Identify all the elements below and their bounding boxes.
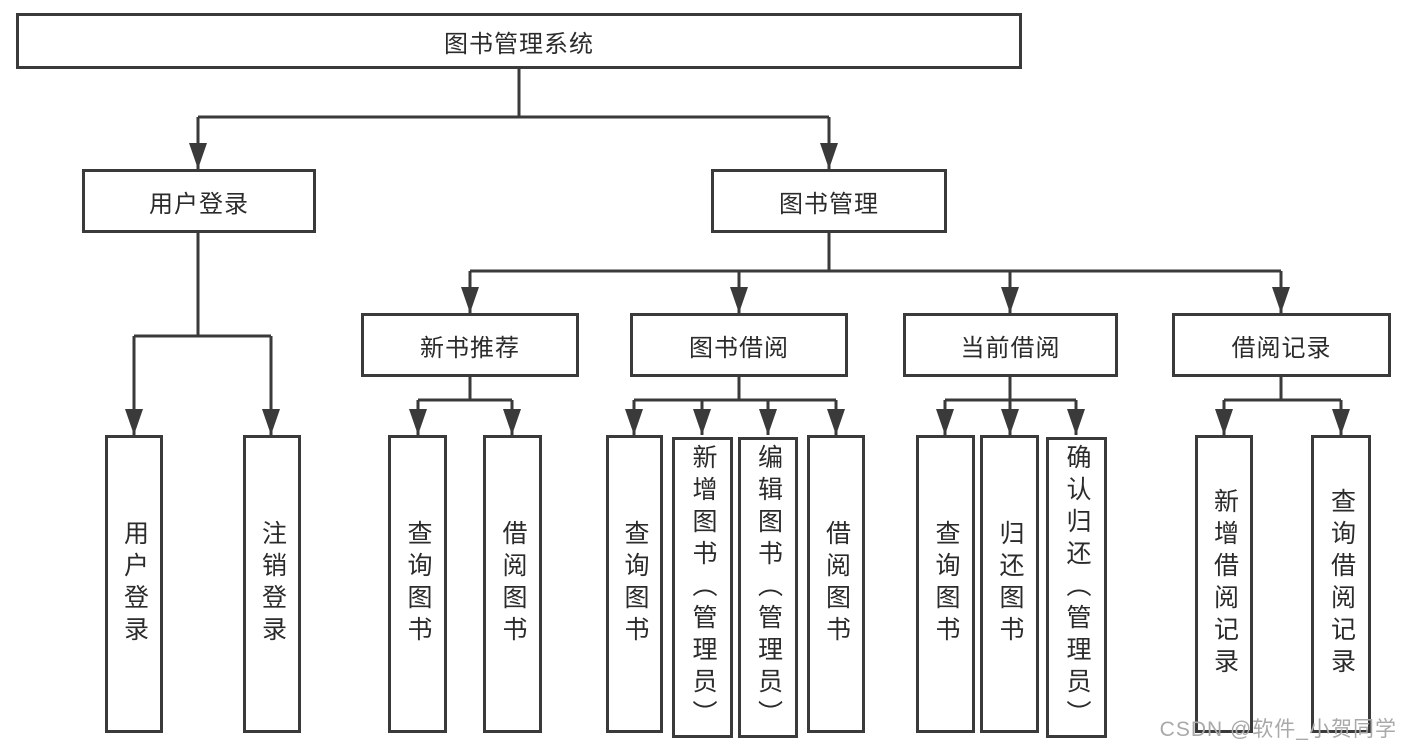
arrowhead — [409, 409, 427, 435]
connector-line — [196, 69, 831, 169]
node-book-management: 图书管理 — [711, 169, 947, 233]
arrowhead — [461, 287, 479, 313]
leaf-query-books-recommend-label: 查询图书 — [404, 520, 432, 648]
node-root: 图书管理系统 — [16, 13, 1022, 69]
leaf-return-books-label: 归还图书 — [996, 520, 1024, 648]
leaf-borrow-books-label: 借阅图书 — [822, 520, 851, 648]
leaf-borrow-books-recommend: 借阅图书 — [483, 435, 542, 733]
leaf-query-books-recommend: 查询图书 — [388, 435, 447, 733]
arrowhead — [1001, 409, 1019, 435]
connector-line — [416, 377, 514, 435]
leaf-borrow-books-recommend-label: 借阅图书 — [499, 520, 527, 648]
connector-line — [1222, 377, 1343, 435]
connector-book-management-children — [461, 233, 1290, 313]
node-borrow-records: 借阅记录 — [1172, 313, 1391, 377]
arrowhead — [759, 409, 777, 435]
leaf-query-books-current-label: 查询图书 — [932, 520, 960, 648]
arrowhead — [1215, 409, 1233, 435]
connector-user-login-children — [125, 233, 280, 435]
connector-root-to-branches — [189, 69, 838, 169]
node-new-book-recommend-label: 新书推荐 — [420, 334, 520, 362]
node-book-borrow: 图书借阅 — [630, 313, 848, 377]
csdn-watermark: CSDN @软件_小贺同学 — [1159, 718, 1397, 741]
leaf-add-borrow-record: 新增借阅记录 — [1195, 435, 1253, 733]
arrowhead — [1272, 287, 1290, 313]
connector-borrow-records-children — [1215, 377, 1350, 435]
leaf-logout-label: 注销登录 — [258, 520, 287, 648]
node-borrow-records-label: 借阅记录 — [1231, 334, 1332, 362]
leaf-query-books-borrow: 查询图书 — [606, 435, 663, 733]
connector-line — [468, 233, 1283, 313]
node-root-label: 图书管理系统 — [444, 30, 594, 58]
node-current-borrow-label: 当前借阅 — [960, 334, 1061, 362]
leaf-query-books-borrow-label: 查询图书 — [621, 520, 649, 648]
connector-new-book-recommend-children — [409, 377, 521, 435]
arrowhead — [503, 409, 521, 435]
arrowhead — [820, 143, 838, 169]
node-user-login: 用户登录 — [82, 169, 316, 233]
connector-current-borrow-children — [936, 377, 1085, 435]
arrowhead — [125, 409, 143, 435]
arrowhead — [1067, 409, 1085, 435]
node-user-login-label: 用户登录 — [149, 190, 249, 218]
leaf-query-borrow-record: 查询借阅记录 — [1311, 435, 1371, 733]
arrowhead — [1332, 409, 1350, 435]
leaf-add-borrow-record-label: 新增借阅记录 — [1210, 488, 1239, 680]
leaf-edit-books-admin: 编辑图书（管理员） — [738, 437, 798, 738]
connector-line — [132, 233, 273, 435]
leaf-return-books: 归还图书 — [980, 435, 1039, 733]
leaf-logout: 注销登录 — [243, 435, 301, 733]
arrowhead — [693, 409, 711, 435]
leaf-confirm-return-admin-label: 确认归还（管理员） — [1063, 443, 1091, 732]
node-new-book-recommend: 新书推荐 — [361, 313, 579, 377]
leaf-user-login-label: 用户登录 — [120, 520, 149, 648]
node-current-borrow: 当前借阅 — [903, 313, 1118, 377]
connector-book-borrow-children — [625, 377, 845, 435]
leaf-user-login: 用户登录 — [105, 435, 163, 733]
leaf-query-books-current: 查询图书 — [916, 435, 975, 733]
arrowhead — [189, 143, 207, 169]
arrowhead — [936, 409, 954, 435]
arrowhead — [1001, 287, 1019, 313]
leaf-query-borrow-record-label: 查询借阅记录 — [1327, 488, 1356, 680]
connector-line — [632, 377, 838, 435]
arrowhead — [262, 409, 280, 435]
node-book-borrow-label: 图书借阅 — [689, 334, 789, 362]
node-book-management-label: 图书管理 — [779, 190, 879, 218]
leaf-add-books-admin: 新增图书（管理员） — [672, 437, 733, 738]
leaf-add-books-admin-label: 新增图书（管理员） — [689, 443, 717, 732]
arrowhead — [730, 287, 748, 313]
leaf-confirm-return-admin: 确认归还（管理员） — [1046, 437, 1107, 738]
leaf-borrow-books: 借阅图书 — [807, 435, 865, 733]
leaf-edit-books-admin-label: 编辑图书（管理员） — [754, 443, 783, 732]
arrowhead — [827, 409, 845, 435]
arrowhead — [625, 409, 643, 435]
